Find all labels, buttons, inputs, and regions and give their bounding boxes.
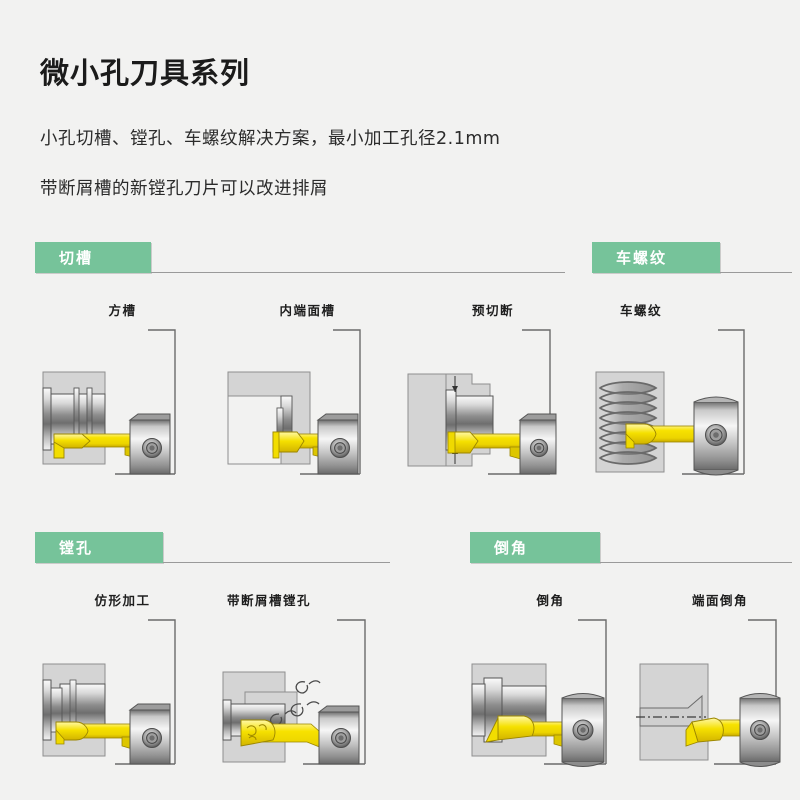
face-chamfer-tool-icon (630, 612, 800, 777)
cell-title: 方槽 (108, 303, 137, 318)
threading-tool-icon (582, 322, 782, 487)
cell-thread-turning[interactable]: 车螺纹 (582, 300, 782, 485)
section-rule (163, 562, 390, 563)
section-tab-chamfering[interactable]: 倒角 (470, 532, 600, 563)
groove-square-tool-icon (30, 322, 215, 487)
chamfer-tool-icon (458, 612, 643, 777)
section-threading: 车螺纹 车螺纹 (592, 242, 792, 492)
cell-inner-face-groove[interactable]: 内端面槽 (215, 300, 400, 485)
section-rule (720, 272, 792, 273)
cell-square-groove[interactable]: 方槽 (30, 300, 215, 485)
section-chamfering: 倒角 倒角 (470, 532, 792, 782)
cell-chamfer[interactable]: 倒角 (458, 590, 643, 775)
groove-face-tool-icon (215, 322, 400, 487)
cell-title: 端面倒角 (691, 593, 748, 608)
parting-tool-icon (398, 322, 588, 487)
cell-profile-boring[interactable]: 仿形加工 (30, 590, 215, 775)
page-title: 微小孔刀具系列 (40, 56, 251, 90)
cell-title: 带断屑槽镗孔 (227, 593, 312, 608)
cell-pre-cutoff[interactable]: 预切断 (398, 300, 588, 485)
section-boring: 镗孔 仿形加工 (35, 532, 390, 782)
chipbreaker-tool-icon (215, 612, 410, 777)
section-rule (151, 272, 565, 273)
cell-chipbreaker-boring[interactable]: 带断屑槽镗孔 (215, 590, 410, 775)
cell-title: 预切断 (471, 303, 514, 318)
section-grooving: 切槽 方槽 (35, 242, 565, 492)
profiling-tool-icon (30, 612, 215, 777)
subtitle-line-1: 小孔切槽、镗孔、车螺纹解决方案，最小加工孔径2.1mm (40, 129, 501, 149)
cell-title: 内端面槽 (279, 303, 336, 318)
section-rule (600, 562, 792, 563)
cell-title: 仿形加工 (94, 593, 151, 608)
cell-title: 车螺纹 (620, 303, 663, 318)
section-tab-threading[interactable]: 车螺纹 (592, 242, 720, 273)
section-tab-grooving[interactable]: 切槽 (35, 242, 151, 273)
cell-title: 倒角 (536, 593, 565, 608)
section-tab-boring[interactable]: 镗孔 (35, 532, 163, 563)
cell-face-chamfer[interactable]: 端面倒角 (630, 590, 800, 775)
subtitle-line-2: 带断屑槽的新镗孔刀片可以改进排屑 (40, 179, 328, 199)
